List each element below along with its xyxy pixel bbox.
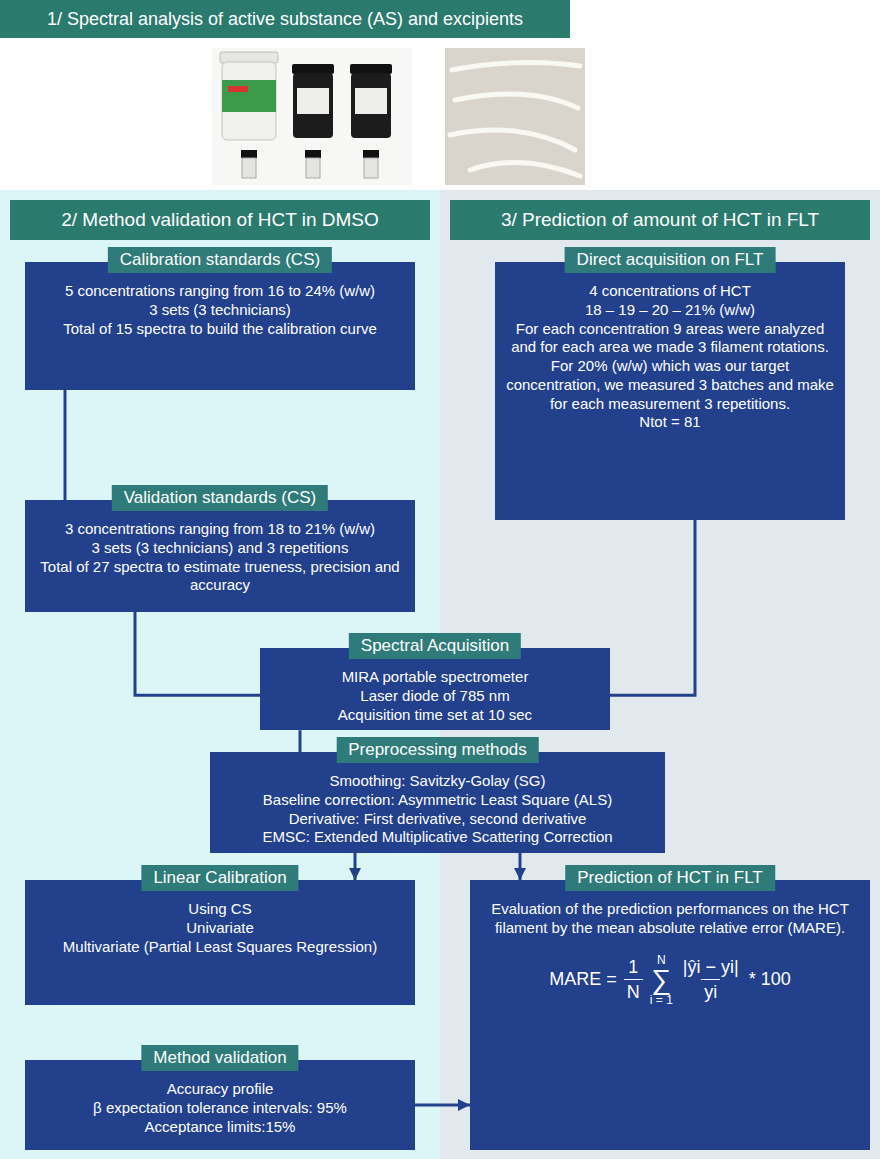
box-text: Laser diode of 785 nm <box>270 687 600 706</box>
numerator: 1 <box>625 956 641 980</box>
box-text: Total of 15 spectra to build the calibra… <box>35 320 405 339</box>
sum-limit: N <box>657 954 666 966</box>
box-text: Multivariate (Partial Least Squares Regr… <box>35 938 405 957</box>
jar <box>222 62 276 140</box>
box-heading: Preprocessing methods <box>336 737 539 763</box>
box-text: 5 concentrations ranging from 16 to 24% … <box>35 282 405 301</box>
jar <box>293 73 333 138</box>
box-text: Evaluation of the prediction performance… <box>480 900 860 938</box>
section-heading: 2/ Method validation of HCT in DMSO <box>10 200 430 240</box>
jars-photo <box>212 48 412 185</box>
jar <box>351 73 391 138</box>
box-heading: Prediction of HCT in FLT <box>565 865 775 891</box>
box-text: EMSC: Extended Multiplicative Scattering… <box>220 828 655 847</box>
label-mark <box>228 86 248 92</box>
box-text: Total of 27 spectra to estimate trueness… <box>35 558 405 596</box>
connector <box>299 730 302 752</box>
vial <box>242 158 256 178</box>
box-heading: Calibration standards (CS) <box>108 247 332 273</box>
denominator: yi <box>701 979 720 1004</box>
box-heading: Spectral Acquisition <box>349 633 521 659</box>
box-text: 3 sets (3 technicians) and 3 repetitions <box>35 539 405 558</box>
jar-label <box>297 88 329 114</box>
box-heading: Validation standards (CS) <box>112 485 328 511</box>
box-text: 3 concentrations ranging from 18 to 21% … <box>35 520 405 539</box>
box-text: 4 concentrations of HCT <box>505 282 835 301</box>
formula-term: * 100 <box>749 968 791 991</box>
process-box: Spectral AcquisitionMIRA portable spectr… <box>260 648 610 730</box>
filament <box>455 94 578 108</box>
box-text: Baseline correction: Asymmetric Least Sq… <box>220 791 655 810</box>
vial-cap <box>305 150 321 158</box>
photo-ground <box>212 48 412 185</box>
sum-symbol: ∑ <box>651 966 671 994</box>
box-text: Accuracy profile <box>35 1080 405 1099</box>
photo-ground <box>445 48 585 185</box>
banner-title: 1/ Spectral analysis of active substance… <box>47 0 523 38</box>
box-heading: Direct acquisition on FLT <box>565 247 776 273</box>
jar-lid <box>350 64 392 74</box>
formula-term: MARE = <box>549 968 617 991</box>
box-text: MIRA portable spectrometer <box>270 668 600 687</box>
box-text: For each concentration 9 areas were anal… <box>505 320 835 358</box>
box-text: β expectation tolerance intervals: 95% <box>35 1099 405 1118</box>
vial-cap <box>241 150 257 158</box>
box-heading: Method validation <box>141 1045 298 1071</box>
box-text: Acquisition time set at 10 sec <box>270 706 600 725</box>
section-heading: 3/ Prediction of amount of HCT in FLT <box>450 200 870 240</box>
connector <box>354 853 357 880</box>
connector <box>64 390 67 500</box>
sum-sign: N∑i = 1 <box>650 954 673 1006</box>
jar-lid <box>292 64 334 74</box>
fraction: |ŷi − yi|yi <box>680 956 742 1004</box>
process-box: Calibration standards (CS)5 concentratio… <box>25 262 415 390</box>
box-text: Using CS <box>35 900 405 919</box>
vial <box>364 158 378 178</box>
filament <box>450 130 575 150</box>
process-box: Preprocessing methodsSmoothing: Savitzky… <box>210 752 665 853</box>
vial-cap <box>363 150 379 158</box>
jar-label <box>222 80 276 112</box>
filaments-photo <box>445 48 585 185</box>
process-box: Linear CalibrationUsing CSUnivariateMult… <box>25 880 415 1005</box>
sum-limit: i = 1 <box>650 994 673 1006</box>
fraction: 1N <box>624 956 643 1004</box>
process-box: Validation standards (CS)3 concentration… <box>25 500 415 612</box>
box-text: For 20% (w/w) which was our target conce… <box>505 357 835 413</box>
box-text: Acceptance limits:15% <box>35 1118 405 1137</box>
section-banner: 1/ Spectral analysis of active substance… <box>0 0 570 38</box>
formula: MARE =1NN∑i = 1|ŷi − yi|yi* 100 <box>480 954 860 1006</box>
filament <box>452 63 580 70</box>
process-box: Direct acquisition on FLT4 concentration… <box>495 262 845 520</box>
numerator: |ŷi − yi| <box>680 956 742 980</box>
jar-lid <box>220 52 278 63</box>
connector <box>135 612 260 695</box>
box-text: Derivative: First derivative, second der… <box>220 810 655 829</box>
box-text: 18 – 19 – 20 – 21% (w/w) <box>505 301 835 320</box>
box-text: Univariate <box>35 919 405 938</box>
process-box: Prediction of HCT in FLTEvaluation of th… <box>470 880 870 1150</box>
denominator: N <box>624 979 643 1004</box>
filament <box>470 162 580 176</box>
box-text: Ntot = 81 <box>505 413 835 432</box>
box-heading: Linear Calibration <box>141 865 298 891</box>
process-box: Method validationAccuracy profileβ expec… <box>25 1060 415 1150</box>
box-text: 3 sets (3 technicians) <box>35 301 405 320</box>
connector <box>415 1104 470 1107</box>
connector <box>519 853 522 880</box>
connector <box>610 520 695 695</box>
vial <box>306 158 320 178</box>
jar-label <box>355 88 387 114</box>
box-text: Smoothing: Savitzky-Golay (SG) <box>220 772 655 791</box>
